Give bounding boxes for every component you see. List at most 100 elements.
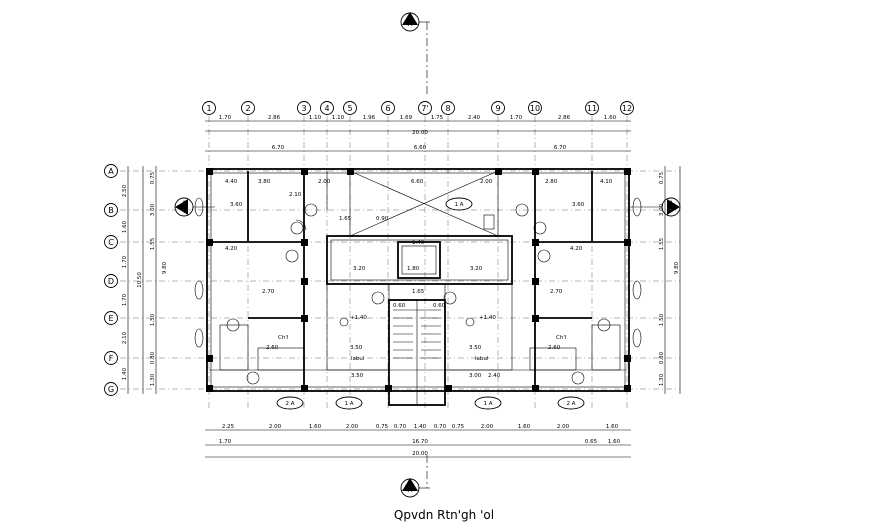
section-marker-top: A — [400, 12, 430, 95]
grid-bubble-B: B — [104, 203, 118, 217]
svg-text:1.55: 1.55 — [659, 237, 665, 250]
building-walls — [206, 168, 630, 406]
svg-text:+1.40: +1.40 — [350, 315, 367, 321]
svg-text:B: B — [108, 206, 114, 215]
grid-lines-vertical — [208, 116, 628, 410]
svg-text:+1.40: +1.40 — [479, 315, 496, 321]
section-marker-bottom: A — [400, 455, 430, 498]
svg-text:2.25: 2.25 — [222, 424, 235, 430]
svg-text:1.60: 1.60 — [608, 439, 621, 445]
svg-text:1.30: 1.30 — [150, 373, 156, 386]
svg-text:3.60: 3.60 — [230, 202, 243, 208]
svg-text:0.70: 0.70 — [394, 424, 407, 430]
svg-text:3.20: 3.20 — [353, 266, 366, 272]
svg-text:4.20: 4.20 — [225, 246, 238, 252]
right-dimensions: 0.75 3.00 1.55 9.80 1.50 0.80 1.30 — [659, 166, 681, 394]
svg-text:1.96: 1.96 — [363, 115, 376, 121]
svg-text:2.00: 2.00 — [346, 424, 359, 430]
structural-columns — [206, 168, 631, 392]
grid-bubble-12: 12 — [620, 101, 634, 115]
svg-text:2.00: 2.00 — [269, 424, 282, 430]
svg-text:1.60: 1.60 — [122, 220, 128, 233]
svg-text:16.70: 16.70 — [412, 439, 428, 445]
grid-bubble-E: E — [104, 311, 118, 325]
svg-text:20.00: 20.00 — [412, 130, 428, 136]
grid-bubble-1: 1 — [202, 101, 216, 115]
svg-text:4.10: 4.10 — [600, 179, 613, 185]
svg-text:labul: labul — [351, 356, 365, 362]
svg-text:1.60: 1.60 — [518, 424, 531, 430]
svg-text:1.70: 1.70 — [219, 439, 232, 445]
svg-text:2.00: 2.00 — [318, 179, 331, 185]
svg-text:3.20: 3.20 — [470, 266, 483, 272]
svg-text:1.60: 1.60 — [606, 424, 619, 430]
svg-text:1.69: 1.69 — [400, 115, 413, 121]
svg-text:1.50: 1.50 — [659, 313, 665, 326]
drawing-title: Qpvdn Rtn'gh 'ol — [394, 508, 494, 522]
grid-bubble-10: 10 — [528, 101, 542, 115]
svg-text:10: 10 — [530, 104, 540, 113]
svg-text:2 A: 2 A — [566, 401, 575, 407]
grid-bubble-A: A — [104, 164, 118, 178]
svg-text:1.70: 1.70 — [122, 255, 128, 268]
svg-text:A: A — [408, 486, 413, 494]
grid-row-labels: A B C D E F G — [104, 164, 118, 396]
svg-text:6.60: 6.60 — [411, 179, 424, 185]
top-dimensions: 1.70 2.86 1.10 1.10 1.96 1.69 1.75 2.40 … — [205, 115, 631, 152]
svg-text:2.60: 2.60 — [548, 345, 561, 351]
svg-text:1.10: 1.10 — [332, 115, 345, 121]
svg-text:0.90: 0.90 — [376, 216, 389, 222]
svg-text:9.80: 9.80 — [162, 261, 168, 274]
svg-text:labul: labul — [475, 356, 489, 362]
svg-text:3.80: 3.80 — [258, 179, 271, 185]
svg-text:0.70: 0.70 — [434, 424, 447, 430]
svg-text:2.00: 2.00 — [557, 424, 570, 430]
svg-text:1 A: 1 A — [344, 401, 353, 407]
svg-text:A: A — [108, 167, 114, 176]
section-tag-3: 1 A — [474, 396, 502, 410]
svg-text:3.50: 3.50 — [351, 373, 364, 379]
svg-text:2.60: 2.60 — [266, 345, 279, 351]
svg-text:1.70: 1.70 — [219, 115, 232, 121]
svg-text:1.80: 1.80 — [407, 266, 420, 272]
svg-text:1 A: 1 A — [454, 202, 463, 208]
svg-text:12: 12 — [622, 104, 632, 113]
svg-text:3.50: 3.50 — [469, 345, 482, 351]
svg-text:0.65: 0.65 — [585, 439, 598, 445]
grid-bubble-6: 6 — [381, 101, 395, 115]
grid-column-labels: 1 2 3 4 5 6 7' 8 9 10 11 12 — [202, 101, 634, 115]
svg-text:1.70: 1.70 — [122, 293, 128, 306]
grid-bubble-D: D — [104, 274, 118, 288]
grid-bubble-C: C — [104, 235, 118, 249]
svg-text:6.60: 6.60 — [414, 145, 427, 151]
grid-bubble-F: F — [104, 351, 118, 365]
section-tag-4: 2 A — [557, 396, 585, 410]
svg-text:2.00: 2.00 — [480, 179, 493, 185]
svg-text:1: 1 — [206, 104, 211, 113]
svg-text:9.80: 9.80 — [674, 261, 680, 274]
svg-text:20.00: 20.00 — [412, 451, 428, 457]
svg-text:0.60: 0.60 — [433, 303, 446, 309]
svg-text:2.70: 2.70 — [262, 289, 275, 295]
svg-text:5: 5 — [347, 104, 352, 113]
svg-text:3.50: 3.50 — [350, 345, 363, 351]
svg-text:A: A — [182, 200, 187, 207]
svg-text:A: A — [669, 200, 674, 207]
grid-bubble-8: 8 — [441, 101, 455, 115]
svg-text:1.40: 1.40 — [412, 240, 425, 246]
svg-text:2.10: 2.10 — [122, 331, 128, 344]
svg-text:D: D — [108, 277, 114, 286]
svg-text:2.70: 2.70 — [550, 289, 563, 295]
grid-bubble-4: 4 — [320, 101, 334, 115]
svg-text:2: 2 — [245, 104, 250, 113]
svg-text:1.70: 1.70 — [510, 115, 523, 121]
section-tag-5: 1 A — [445, 197, 473, 211]
svg-text:2.80: 2.80 — [545, 179, 558, 185]
grid-bubble-G: G — [104, 382, 118, 396]
svg-text:6: 6 — [385, 104, 390, 113]
grid-bubble-11: 11 — [585, 101, 599, 115]
svg-text:1.60: 1.60 — [604, 115, 617, 121]
svg-text:6.70: 6.70 — [272, 145, 285, 151]
svg-text:E: E — [108, 314, 113, 323]
